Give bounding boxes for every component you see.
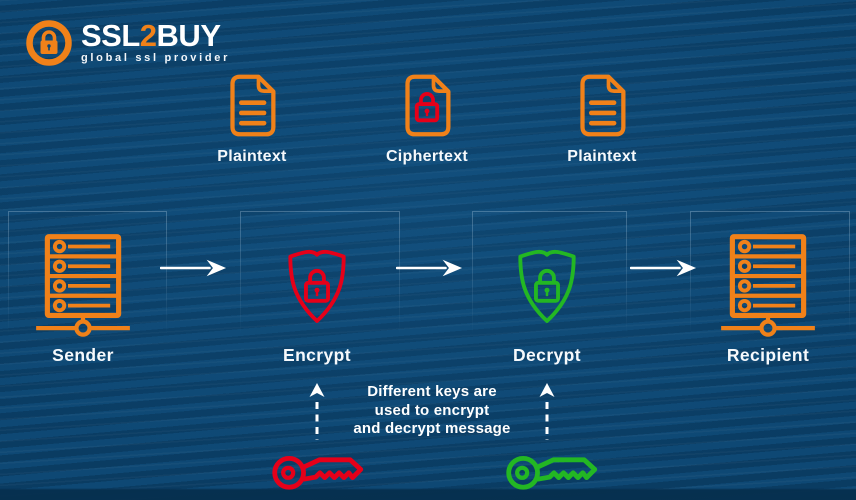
arrow-right-icon	[160, 259, 227, 277]
decrypt-label: Decrypt	[513, 345, 581, 365]
logo-tagline: global ssl provider	[81, 52, 231, 64]
shield-lock-icon	[288, 249, 346, 323]
ciphertext-document: Ciphertext	[352, 72, 502, 166]
document-label: Ciphertext	[385, 148, 469, 165]
decrypt-frame	[472, 211, 627, 341]
document-icon	[230, 74, 276, 137]
ssl2buy-logo: SSL2BUY global ssl provider	[26, 20, 230, 66]
recipient-label: Recipient	[726, 345, 810, 365]
plaintext-document-2: Plaintext	[527, 72, 677, 166]
document-label: Plaintext	[567, 148, 637, 165]
padlock-logo-icon	[26, 20, 72, 66]
sender-label: Sender	[52, 345, 114, 365]
brand-name: SSL2BUY	[81, 20, 230, 51]
brand-ssl: SSL	[81, 18, 140, 53]
brand-buy: BUY	[156, 18, 221, 53]
recipient-frame	[690, 211, 850, 341]
plaintext-document-1: Plaintext	[177, 72, 327, 166]
logo-text: SSL2BUY global ssl provider	[81, 20, 231, 64]
annotation-line-1: Different keys are	[367, 383, 497, 400]
document-icon	[580, 74, 626, 137]
dashed-arrow-up-icon	[539, 383, 555, 440]
annotation-line-2: used to encrypt	[374, 401, 490, 419]
encryption-key-icon	[272, 455, 364, 490]
brand-2: 2	[139, 18, 157, 53]
encrypt-frame	[240, 211, 400, 341]
annotation-line-3: and decrypt message	[353, 420, 511, 437]
sender-frame	[8, 211, 167, 341]
server-icon	[36, 234, 130, 337]
encrypt-label: Encrypt	[283, 345, 351, 365]
server-icon	[721, 234, 815, 337]
document-lock-icon	[405, 74, 451, 137]
dashed-arrow-up-icon	[309, 383, 325, 440]
document-label: Plaintext	[217, 148, 287, 165]
arrow-right-icon	[630, 259, 697, 277]
decryption-key-icon	[506, 455, 598, 490]
arrow-right-icon	[396, 259, 463, 277]
shield-lock-icon	[518, 249, 576, 323]
keys-annotation: Different keys are used to encrypt and d…	[330, 383, 534, 439]
